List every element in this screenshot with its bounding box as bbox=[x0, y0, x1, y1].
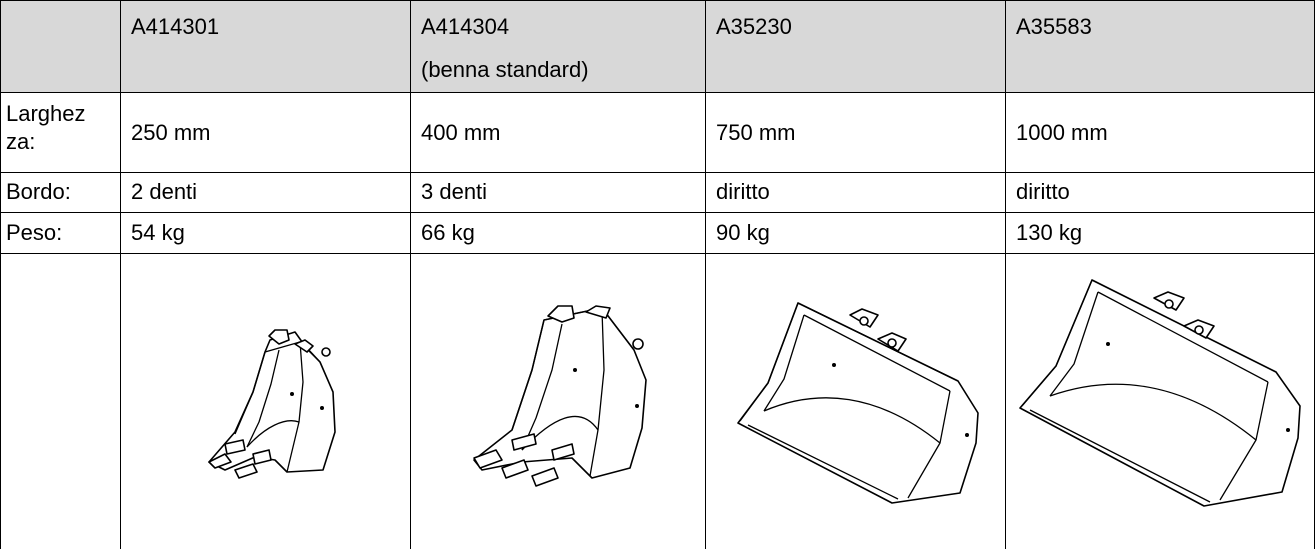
header-row-background bbox=[0, 0, 1315, 92]
row-divider bbox=[0, 253, 1315, 254]
column-divider bbox=[705, 0, 706, 549]
table-border-top bbox=[0, 0, 1315, 1]
column-divider bbox=[1005, 0, 1006, 549]
header-code-a35583: A35583 bbox=[1016, 14, 1092, 39]
row-label-edge: Bordo: bbox=[6, 179, 71, 204]
width-value: 750 mm bbox=[716, 120, 796, 145]
width-value: 400 mm bbox=[421, 120, 501, 145]
weight-value: 54 kg bbox=[131, 220, 185, 245]
width-value: 1000 mm bbox=[1016, 120, 1108, 145]
row-label-width-line2: za: bbox=[6, 129, 36, 154]
header-code-a35230: A35230 bbox=[716, 14, 792, 39]
row-divider bbox=[0, 92, 1315, 93]
header-note-standard-bucket: (benna standard) bbox=[421, 57, 589, 82]
width-value: 250 mm bbox=[131, 120, 211, 145]
header-code-a414301: A414301 bbox=[131, 14, 220, 39]
row-label-width-line1: Larghez bbox=[6, 101, 86, 126]
column-divider bbox=[410, 0, 411, 549]
edge-value: diritto bbox=[716, 179, 770, 204]
column-divider bbox=[120, 0, 121, 549]
bucket-three-teeth-400mm-icon bbox=[473, 305, 647, 487]
edge-value: 2 denti bbox=[131, 179, 198, 204]
weight-value: 130 kg bbox=[1016, 220, 1083, 245]
bucket-straight-edge-1000mm-icon bbox=[1019, 279, 1301, 507]
row-divider bbox=[0, 172, 1315, 173]
row-label-weight: Peso: bbox=[6, 220, 63, 245]
edge-value: 3 denti bbox=[421, 179, 488, 204]
header-code-a414304: A414304 bbox=[421, 14, 510, 39]
bucket-straight-edge-750mm-icon bbox=[737, 302, 979, 504]
edge-value: diritto bbox=[1016, 179, 1070, 204]
table-border-left bbox=[0, 0, 1, 549]
weight-value: 90 kg bbox=[716, 220, 770, 245]
bucket-two-teeth-250mm-icon bbox=[208, 329, 336, 479]
weight-value: 66 kg bbox=[421, 220, 475, 245]
row-divider bbox=[0, 212, 1315, 213]
